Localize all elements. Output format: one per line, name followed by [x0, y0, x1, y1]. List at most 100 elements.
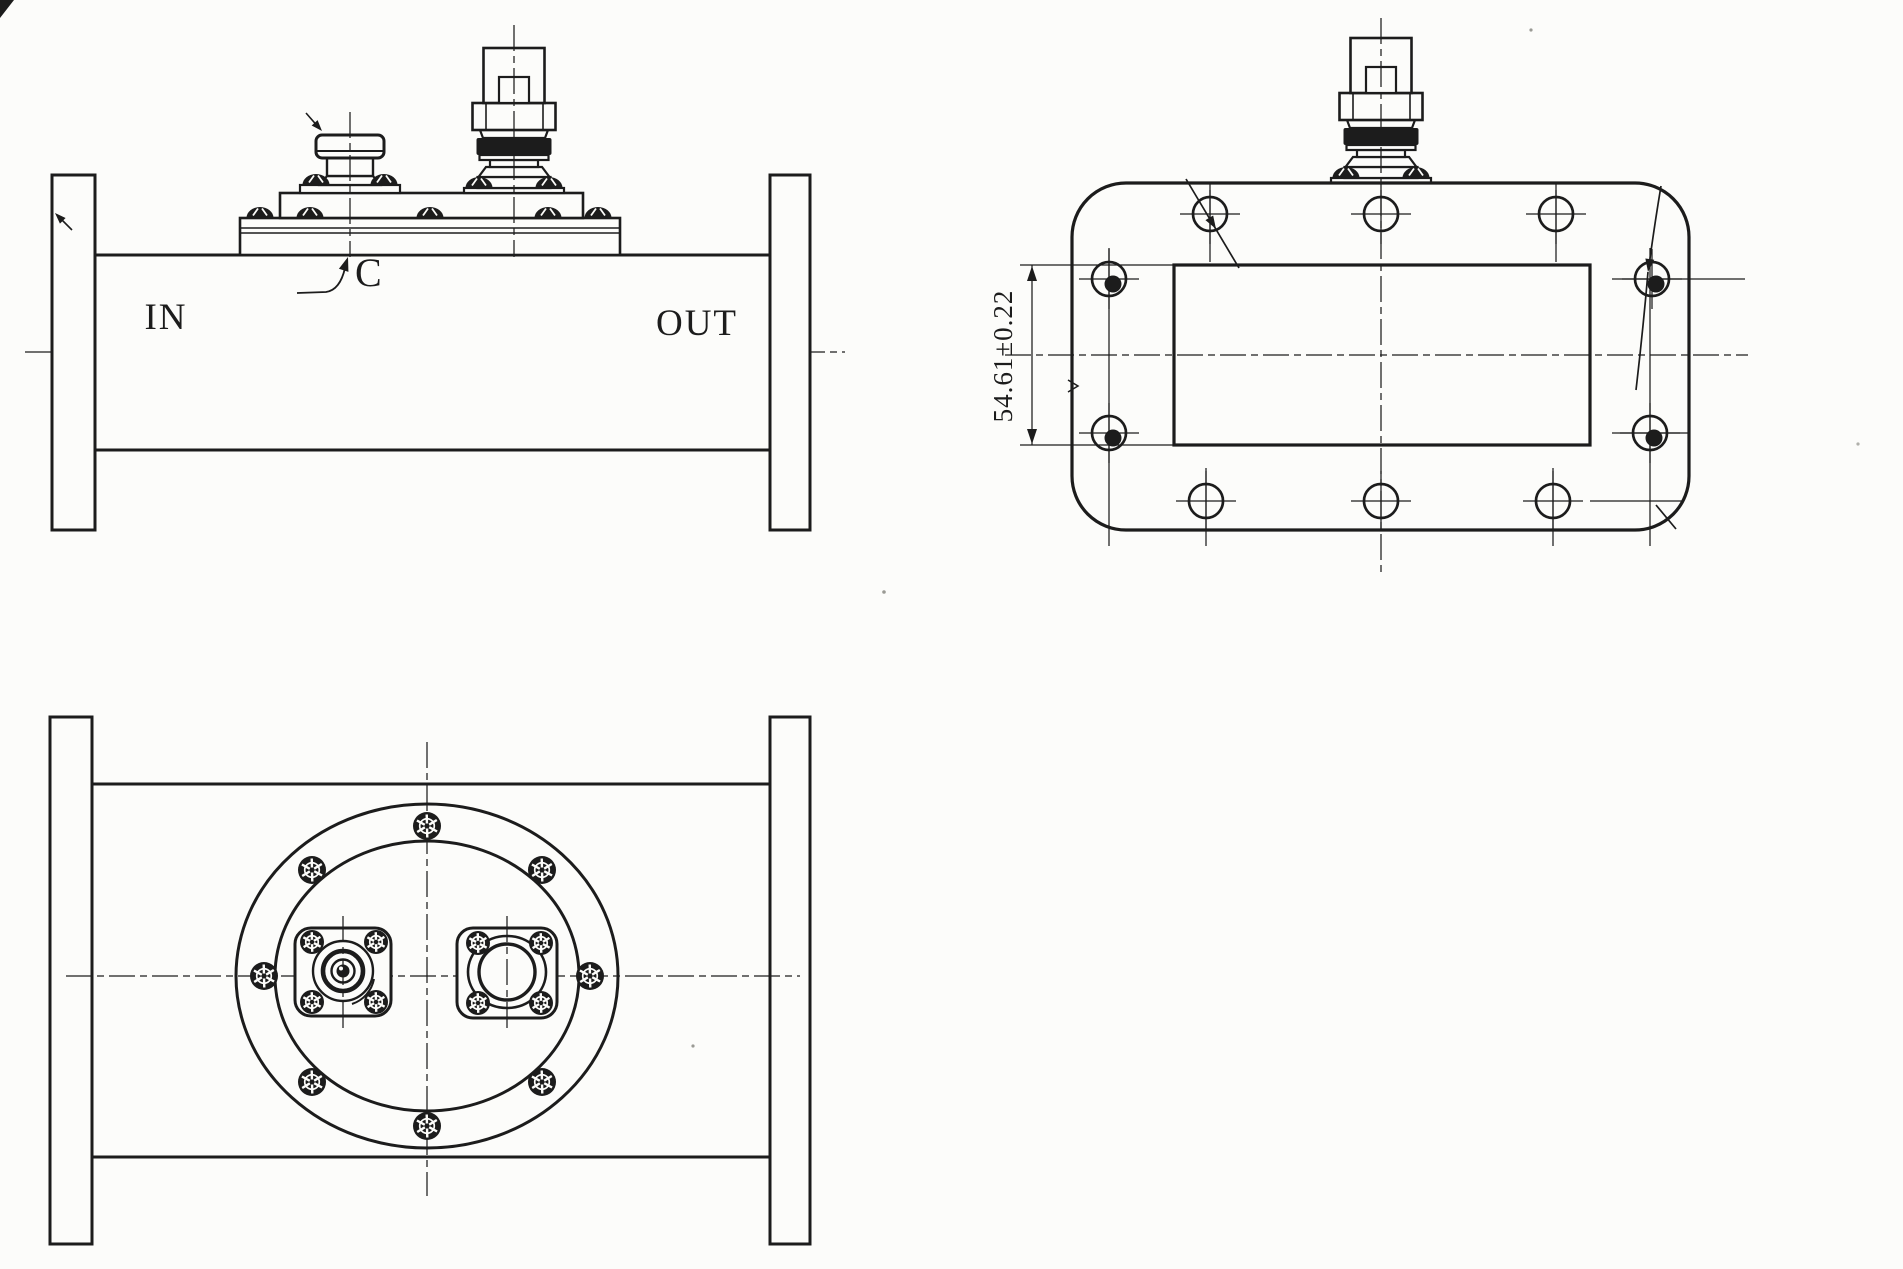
sma-ring-outer: [311, 939, 375, 1003]
screw-spoke: [479, 936, 488, 943]
dome-screw: [584, 207, 612, 218]
n-corner-screw: [466, 931, 490, 955]
sma-tick-arrow: [311, 120, 322, 131]
screw-spoke: [531, 870, 541, 877]
screw-spoke: [253, 969, 263, 976]
screw-spoke: [416, 1119, 426, 1126]
dome-screw-slot: [590, 207, 606, 217]
screw-spoke: [428, 1119, 438, 1126]
scan-speck: [1856, 442, 1860, 446]
hole-circle: [1537, 195, 1575, 233]
section-leader-arrow: [338, 257, 349, 272]
screw-spoke: [313, 863, 323, 870]
scan-corner-mark: [0, 0, 14, 18]
screw-spoke: [313, 935, 322, 942]
cover-screw: [576, 962, 604, 990]
dome-screw: [246, 207, 274, 218]
scan-artifacts: [0, 0, 1860, 1048]
screw-spoke: [479, 996, 488, 1003]
screw-spoke: [377, 941, 386, 948]
screw-spoke: [377, 1001, 386, 1008]
screw-spoke: [416, 819, 426, 826]
screw-spoke: [301, 1075, 311, 1082]
screw-spoke: [579, 976, 589, 983]
screw-spoke: [468, 943, 477, 950]
leader-arrow: [1205, 215, 1216, 229]
screw-spoke: [542, 942, 551, 949]
screw-spoke: [468, 997, 477, 1004]
edge-chevron: [1067, 379, 1080, 393]
cover-screw: [413, 1112, 441, 1140]
side-view-geometry: [25, 25, 845, 532]
bolt-hole: [1351, 471, 1411, 531]
label-in: IN: [144, 297, 187, 338]
flange-tick-arrow: [55, 213, 66, 224]
dimension-text: 54.61±0.22: [988, 290, 1018, 423]
output-flange-plan: [768, 715, 812, 1246]
scan-speck: [1529, 28, 1533, 32]
screw-spoke: [579, 969, 589, 976]
sma-shadow-arc: [351, 978, 375, 1005]
screw-spoke: [416, 1126, 426, 1133]
screw-spoke: [313, 870, 323, 877]
screw-spoke: [313, 1001, 322, 1008]
dome-screw-slot: [540, 207, 556, 217]
cover-screw: [298, 1068, 326, 1096]
leader-right: [1648, 185, 1662, 267]
cover-screw: [250, 962, 278, 990]
dome-screw-slot: [422, 207, 438, 217]
leader-right-tail: [1635, 271, 1649, 391]
screw-spoke: [468, 937, 477, 944]
screw-spoke: [302, 1002, 311, 1009]
dim-arrow-up: [1027, 266, 1037, 281]
hole-ink-blot: [1104, 275, 1122, 293]
side-view: IN OUT C: [25, 25, 845, 532]
screw-spoke: [302, 996, 311, 1003]
section-label-c: C: [355, 250, 382, 295]
dome-screw: [370, 174, 398, 185]
sma-ring-mid: [320, 948, 366, 994]
screw-spoke: [428, 1126, 438, 1133]
sma-ring-inner: [330, 958, 356, 984]
sma-corner-screw: [364, 990, 388, 1014]
dome-screw-slot: [252, 207, 268, 217]
n-corner-screw: [529, 991, 553, 1015]
screw-spoke: [253, 976, 263, 983]
screw-spoke: [416, 826, 426, 833]
bolt-hole: [1523, 471, 1583, 531]
n-corner-screw: [529, 931, 553, 955]
n-ring-inner: [477, 942, 537, 1002]
bolt-hole: [1180, 184, 1240, 244]
dome-screw-slot: [302, 207, 318, 217]
screw-spoke: [302, 942, 311, 949]
screw-spoke: [366, 936, 375, 943]
dome-screw-slot: [1408, 167, 1424, 177]
screw-spoke: [543, 863, 553, 870]
hole-ink-blot: [1645, 429, 1663, 447]
screw-spoke: [543, 870, 553, 877]
bolt-hole: [1526, 184, 1586, 244]
screw-spoke: [543, 1082, 553, 1089]
screw-spoke: [591, 969, 601, 976]
screw-spoke: [265, 969, 275, 976]
sma-corner-screw: [364, 930, 388, 954]
end-view: 54.61±0.22: [988, 18, 1748, 572]
screw-spoke: [301, 1082, 311, 1089]
screw-spoke: [301, 863, 311, 870]
screw-spoke: [366, 1002, 375, 1009]
hole-ink-blot: [1104, 429, 1122, 447]
hole-circle: [1090, 414, 1128, 452]
screw-spoke: [531, 1003, 540, 1010]
screw-spoke: [542, 1002, 551, 1009]
hole-circle: [1631, 414, 1669, 452]
input-flange-plan: [48, 715, 94, 1246]
cover-screw: [528, 856, 556, 884]
cover-screw: [413, 812, 441, 840]
hole-circle: [1191, 195, 1229, 233]
bolt-hole: [1079, 403, 1139, 463]
sma-pin-highlight: [339, 966, 343, 971]
screw-spoke: [301, 870, 311, 877]
bolt-hole: [1079, 249, 1139, 309]
